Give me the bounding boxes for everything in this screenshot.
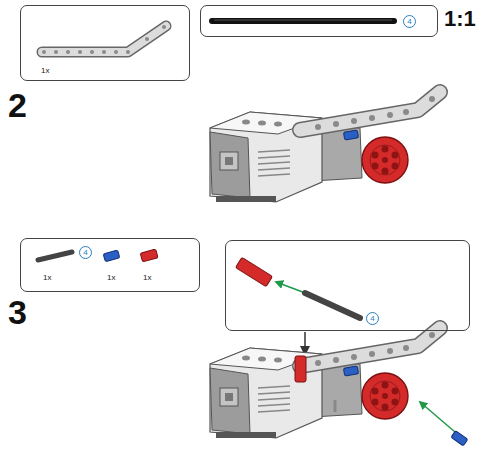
quantity-label: 1x: [107, 273, 115, 282]
parts-box: 1x 4 1x 1x: [20, 238, 200, 292]
quantity-label: 1x: [143, 273, 151, 282]
callout-number: 4: [79, 246, 92, 259]
quantity-label: 1x: [43, 273, 51, 282]
quantity-label: 1x: [41, 66, 49, 75]
callout-number: 4: [366, 312, 379, 325]
step-number: 2: [8, 86, 27, 125]
scale-label: 1:1: [444, 6, 476, 32]
parts-box: 1x: [20, 5, 190, 81]
subassembly-callout: 4: [225, 240, 470, 331]
step-number: 3: [8, 293, 27, 332]
callout-number: 4: [403, 15, 416, 28]
axle-size-box: 4: [200, 5, 438, 37]
